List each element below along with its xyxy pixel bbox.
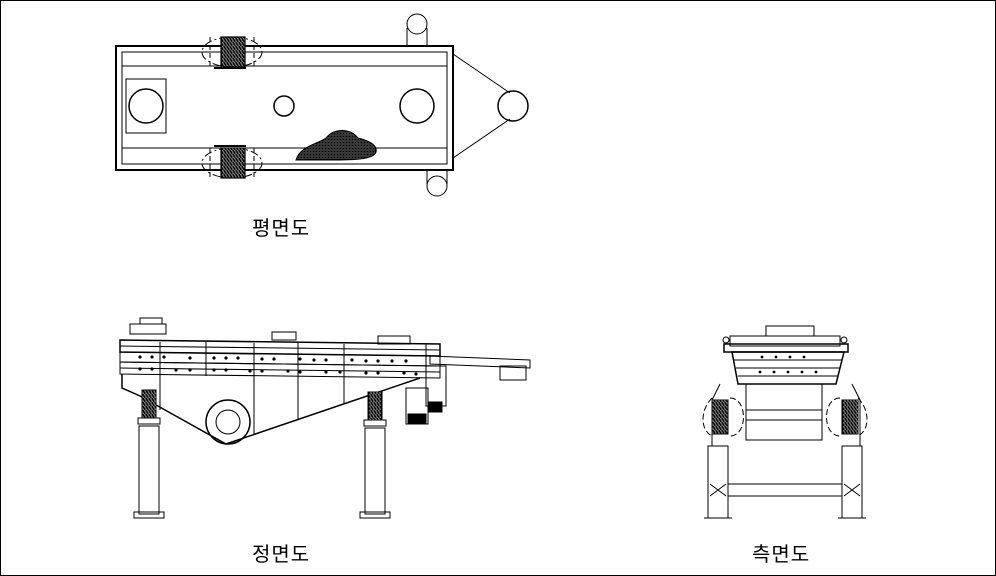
front-motor (205, 399, 251, 445)
front-deck-2 (119, 361, 441, 379)
plan-outlet-circle (399, 88, 435, 124)
side-spring-right (826, 397, 868, 437)
plan-inlet-circle (128, 88, 164, 124)
front-leg-right (359, 427, 391, 519)
side-view (702, 325, 868, 519)
plan-material-heap (295, 130, 377, 161)
front-dividers (159, 342, 427, 378)
front-view (119, 317, 531, 519)
plan-spring-top (201, 36, 263, 69)
plan-spring-bottom (201, 145, 263, 179)
plan-view-caption: 평면도 (252, 216, 311, 240)
side-top-cap (765, 325, 815, 337)
front-view-caption: 정면도 (252, 542, 311, 566)
side-leg-frame (704, 445, 866, 519)
side-screen-box (731, 351, 845, 385)
plan-view (115, 13, 529, 197)
plan-inner-frame (121, 51, 448, 165)
plan-outer-frame (115, 45, 454, 171)
front-top-block-mid (271, 331, 297, 341)
plan-drive-belt (452, 53, 529, 159)
front-spring-left (137, 389, 161, 425)
front-top-block-left (129, 323, 167, 335)
plan-pipe-top (406, 13, 428, 46)
front-leg-left (133, 425, 165, 519)
plan-pipe-bottom (426, 170, 448, 197)
side-view-caption: 측면도 (752, 542, 811, 566)
plan-center-circle (273, 95, 295, 117)
front-hopper (121, 374, 421, 445)
side-center-body (745, 383, 823, 441)
side-spring-left (702, 397, 744, 437)
front-spring-right (363, 391, 387, 427)
front-bolts (138, 355, 418, 376)
plan-inlet-box (125, 78, 167, 134)
front-discharge-spout (405, 355, 531, 425)
